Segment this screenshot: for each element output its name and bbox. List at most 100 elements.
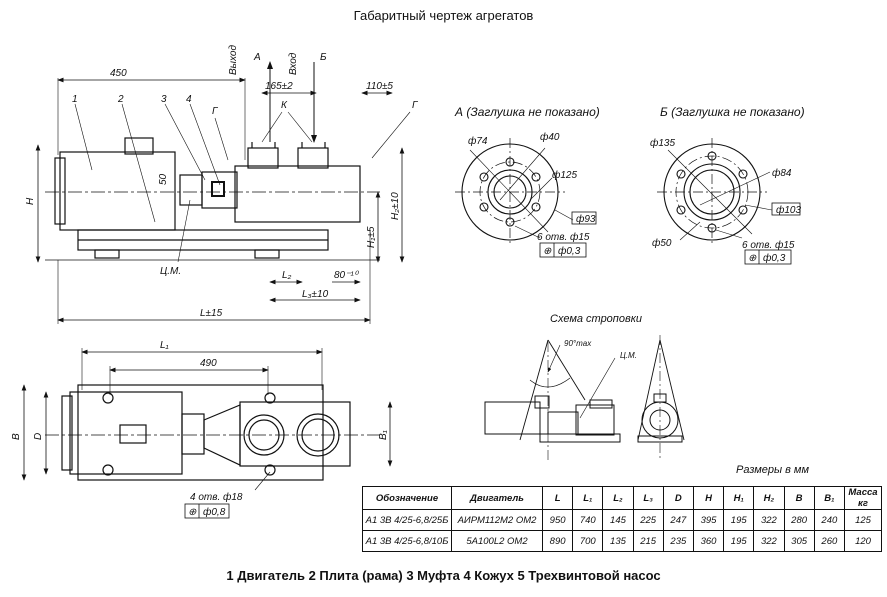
flow-inlet-letter: Б (320, 52, 327, 63)
table-cell: 120 (844, 530, 882, 552)
position-symbol-a: ⊕ (543, 246, 552, 257)
top-view (21, 348, 393, 519)
col-mass: Масса кг (844, 486, 882, 510)
table-cell: 280 (783, 509, 815, 531)
table-cell: 195 (723, 530, 755, 552)
flange-a-d125: ф125 (552, 169, 577, 181)
parts-legend-caption: 1 Двигатель 2 Плита (рама) 3 Муфта 4 Кож… (226, 568, 661, 583)
table-cell: 195 (723, 509, 755, 531)
table-cell: 235 (662, 530, 694, 552)
position-symbol-top: ⊕ (188, 507, 197, 518)
units-note: Размеры в мм (736, 464, 810, 476)
flange-a-d93: ф93 (576, 213, 596, 225)
col-h: H (692, 486, 725, 510)
callout-k: К (281, 100, 288, 111)
table-cell: 305 (783, 530, 815, 552)
table-cell: 5А100L2 ОМ2 (451, 530, 543, 552)
sling-angle: 90°max (564, 339, 592, 348)
flange-b-d84: ф84 (772, 167, 792, 179)
table-cell: 260 (813, 530, 846, 552)
side-view-labels: Выход А Вход Б 450 165±2 110±5 1 2 3 4 Г… (25, 45, 419, 319)
dim-l1: L₁ (160, 340, 169, 351)
flange-b (657, 138, 801, 265)
dim-50: 50 (158, 173, 169, 185)
table-cell: 395 (692, 509, 725, 531)
table-cell: 322 (753, 509, 785, 531)
col-l3: L₃ (632, 486, 664, 510)
cm-label: Ц.М. (160, 266, 181, 277)
callout-g-left: Г (212, 106, 219, 117)
dim-l3: L₃±10 (302, 289, 329, 300)
dim-h1: H₁±5 (366, 226, 377, 248)
flange-b-d50: ф50 (652, 237, 672, 249)
dim-450: 450 (110, 68, 127, 79)
callout-2: 2 (117, 94, 124, 105)
coupling-guard (201, 171, 238, 209)
sling-scheme (484, 335, 685, 460)
table-cell: 215 (632, 530, 664, 552)
pump-top (239, 401, 351, 467)
table-cell: 125 (844, 509, 882, 531)
top-tolerance: ф0,8 (203, 506, 226, 518)
flange-b-labels: Б (Заглушка не показано) ф135 ф84 ф103 ф… (650, 105, 805, 264)
col-motor: Двигатель (451, 486, 543, 510)
callout-3: 3 (161, 94, 167, 105)
table-cell: 145 (602, 509, 634, 531)
flange-a-tolerance: ф0,3 (558, 245, 581, 257)
table-cell: АИРМ112М2 ОМ2 (451, 509, 543, 531)
table-cell: 950 (541, 509, 574, 531)
dim-h2: H₂±10 (390, 192, 401, 220)
col-b: B (783, 486, 815, 510)
flange-a (455, 138, 597, 258)
sling-labels: Схема строповки 90°max Ц.М. (550, 313, 642, 360)
dim-165: 165±2 (265, 81, 293, 92)
table-cell: А1 3В 4/25-6,8/10Б (362, 530, 452, 552)
dim-b: B (11, 433, 22, 440)
dim-d: D (33, 433, 44, 440)
table-cell: А1 3В 4/25-6,8/25Б (362, 509, 452, 531)
col-b1: B₁ (813, 486, 846, 510)
frame-outline (77, 384, 324, 481)
pump (234, 165, 361, 223)
table-header-row: Обозначение Двигатель L L₁ L₂ L₃ D H H₁ … (362, 486, 882, 510)
col-l1: L₁ (572, 486, 604, 510)
position-symbol-b: ⊕ (748, 253, 757, 264)
dim-80: 80⁻¹⁰ (334, 270, 360, 281)
top-holes: 4 отв. ф18 (190, 491, 243, 503)
dim-h: H (25, 197, 36, 205)
top-view-labels: L₁ 490 B D B₁ 4 отв. ф18 ф0,8 ⊕ (11, 340, 389, 518)
side-view (35, 61, 411, 324)
dim-l: L±15 (200, 308, 223, 319)
coupling (179, 174, 203, 206)
flange-b-d135: ф135 (650, 137, 675, 149)
sling-title: Схема строповки (550, 313, 642, 325)
table-cell: 135 (602, 530, 634, 552)
terminal-box (124, 137, 154, 155)
table-cell: 740 (572, 509, 604, 531)
callout-1: 1 (72, 94, 78, 105)
flange-a-holes: 6 отв. ф15 (537, 231, 590, 243)
table-cell: 247 (662, 509, 694, 531)
col-designation: Обозначение (362, 486, 452, 510)
flange-a-d74: ф74 (468, 135, 488, 147)
flange-a-d40: ф40 (540, 131, 560, 143)
dim-110: 110±5 (366, 81, 393, 92)
col-d: D (662, 486, 694, 510)
col-h1: H₁ (723, 486, 755, 510)
col-l2: L₂ (602, 486, 634, 510)
table-cell: 322 (753, 530, 785, 552)
table-row: А1 3В 4/25-6,8/25Б АИРМ112М2 ОМ2 950 740… (362, 509, 882, 531)
flange-a-labels: А (Заглушка не показано) ф74 ф40 ф125 ф9… (454, 105, 600, 257)
table-cell: 890 (541, 530, 574, 552)
callout-g-right: Г (412, 100, 419, 111)
motor (59, 151, 176, 231)
dim-l2: L₂ (282, 270, 292, 281)
col-l: L (541, 486, 574, 510)
table-cell: 240 (813, 509, 846, 531)
col-h2: H₂ (753, 486, 785, 510)
dim-b1: B₁ (378, 430, 389, 440)
dimensions-table: Обозначение Двигатель L L₁ L₂ L₃ D H H₁ … (362, 486, 882, 552)
motor-top (69, 391, 183, 475)
table-row: А1 3В 4/25-6,8/10Б 5А100L2 ОМ2 890 700 1… (362, 530, 882, 552)
